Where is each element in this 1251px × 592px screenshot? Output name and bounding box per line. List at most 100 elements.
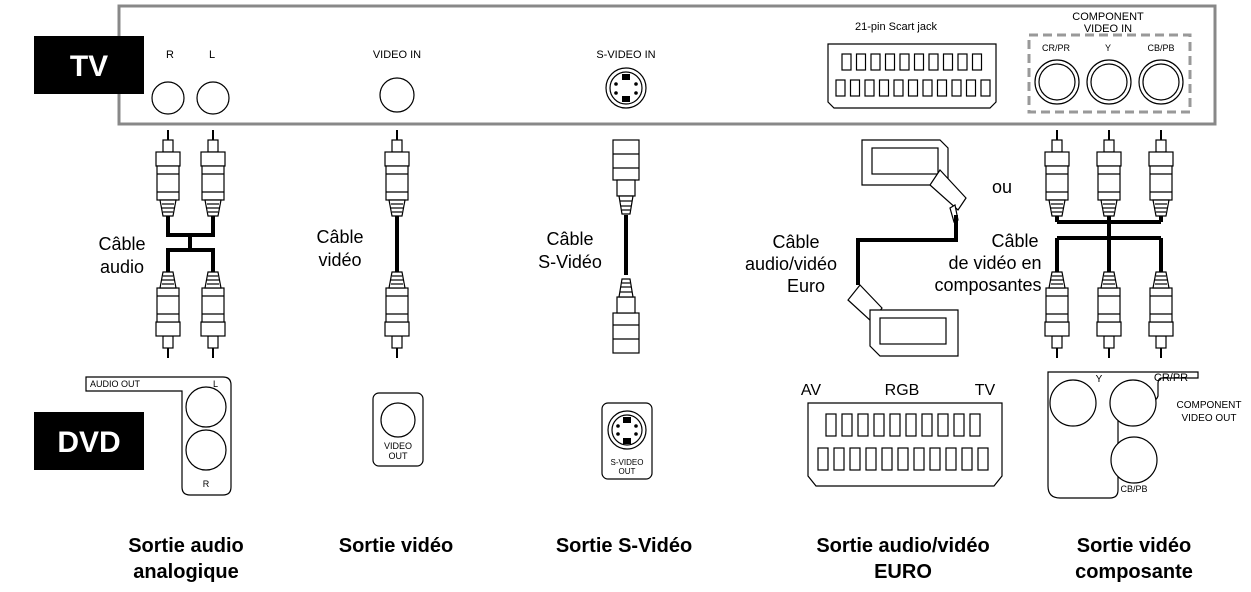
scart-pin: [942, 53, 954, 71]
tv-comp-cb-label: CB/PB: [1147, 43, 1174, 53]
dvd-badge-text: DVD: [57, 426, 120, 459]
scart-pin: [905, 413, 917, 437]
tv-scart-jack: [827, 43, 997, 109]
scart-pin: [897, 447, 909, 471]
caption-audio-2: analogique: [133, 561, 239, 583]
dvd-audio-out-label: AUDIO OUT: [90, 379, 141, 389]
dvd-component-out: [1047, 371, 1199, 499]
tv-svideo-in-label: S-VIDEO IN: [596, 49, 655, 61]
caption-svideo: Sortie S-Vidéo: [556, 535, 692, 557]
scart-pin: [841, 413, 853, 437]
svideo-cable-label-1: Câble: [546, 229, 593, 249]
scart-pin: [835, 79, 846, 97]
scart-pin: [937, 413, 949, 437]
scart-pin: [936, 79, 948, 97]
dvd-video-out-label-2: OUT: [389, 451, 409, 461]
component-cable-label-1: Câble: [991, 231, 1038, 251]
tv-badge: TV: [34, 36, 144, 94]
audio-cable-label-2: audio: [100, 257, 144, 277]
scart-pin: [969, 413, 981, 437]
scart-pin: [928, 53, 939, 71]
caption-comp-2: composante: [1075, 561, 1193, 583]
scart-pin: [953, 413, 965, 437]
scart-pin: [881, 447, 893, 471]
tv-svideo-in-jack: [605, 67, 647, 109]
scart-pin: [899, 53, 910, 71]
scart-pin: [817, 447, 829, 471]
component-cable-label-2: de vidéo en: [948, 253, 1041, 273]
tv-comp-y-label: Y: [1105, 43, 1111, 53]
scart-pin: [833, 447, 845, 471]
scart-pin: [922, 79, 933, 97]
tv-component-title-1: COMPONENT: [1072, 11, 1144, 23]
dvd-av-label: AV: [801, 382, 821, 399]
dvd-rgb-label: RGB: [885, 382, 920, 399]
scart-pin: [857, 413, 869, 437]
euro-cable-label-2: audio/vidéo: [745, 254, 837, 274]
dvd-badge: DVD: [34, 412, 144, 470]
scart-pin: [884, 53, 896, 71]
video-cable-label-2: vidéo: [318, 250, 361, 270]
tv-audio-l-jack: [196, 81, 230, 115]
caption-euro-1: Sortie audio/vidéo: [816, 535, 989, 557]
component-cable-label-3: composantes: [934, 275, 1041, 295]
scart-pin: [825, 413, 837, 437]
dvd-svideo-out-label-2: OUT: [619, 467, 636, 476]
tv-scart-label: 21-pin Scart jack: [855, 21, 937, 33]
dvd-svideo-out: [601, 402, 653, 480]
dvd-comp-y-label: Y: [1096, 374, 1103, 385]
svideo-cable: [612, 139, 640, 353]
tv-component-dashed-box: [1027, 33, 1192, 114]
tv-audio-r-label: R: [166, 49, 174, 61]
dvd-audio-l-label: L: [213, 379, 218, 389]
dvd-audio-r-label: R: [203, 479, 210, 489]
scart-pin: [921, 413, 933, 437]
tv-badge-text: TV: [70, 50, 108, 83]
tv-video-in-label: VIDEO IN: [373, 49, 421, 61]
euro-cable: [847, 139, 967, 357]
dvd-comp-out-label-1: COMPONENT: [1177, 400, 1242, 411]
scart-pin: [957, 53, 968, 71]
euro-cable-label-1: Câble: [772, 232, 819, 252]
scart-pin: [849, 447, 861, 471]
scart-pin: [864, 79, 875, 97]
tv-audio-l-label: L: [209, 49, 215, 61]
caption-comp-1: Sortie vidéo: [1077, 535, 1191, 557]
dvd-scart-jack: [807, 402, 1003, 487]
dvd-svideo-out-label-1: S-VIDEO: [611, 458, 644, 467]
dvd-comp-out-label-2: VIDEO OUT: [1181, 413, 1236, 424]
scart-pin: [945, 447, 957, 471]
dvd-audio-out: [85, 376, 232, 496]
or-label: ou: [992, 177, 1012, 197]
tv-comp-cr-label: CR/PR: [1042, 43, 1071, 53]
euro-cable-label-3: Euro: [787, 276, 825, 296]
audio-cable-label-1: Câble: [98, 234, 145, 254]
scart-pin: [977, 447, 989, 471]
scart-pin: [965, 79, 977, 97]
scart-pin: [951, 79, 962, 97]
video-cable: [384, 129, 410, 358]
tv-comp-jacks: [1034, 59, 1184, 105]
scart-pin: [870, 53, 881, 71]
dvd-tv-label: TV: [975, 382, 996, 399]
tv-panel: R L VIDEO IN S-VIDEO IN 21-pin Scart jac…: [117, 4, 1217, 126]
scart-pin: [907, 79, 919, 97]
caption-video: Sortie vidéo: [339, 535, 453, 557]
scart-pin: [878, 79, 890, 97]
scart-pin: [980, 79, 991, 97]
tv-panel-frame: [117, 4, 1217, 126]
scart-pin: [893, 79, 904, 97]
scart-pin: [913, 447, 925, 471]
caption-audio-1: Sortie audio: [128, 535, 244, 557]
scart-pin: [929, 447, 941, 471]
dvd-comp-cr-label: CR/PR: [1154, 372, 1188, 384]
scart-pin: [913, 53, 925, 71]
video-cable-label-1: Câble: [316, 227, 363, 247]
scart-pin: [849, 79, 861, 97]
dvd-video-out-label-1: VIDEO: [384, 441, 412, 451]
caption-euro-2: EURO: [874, 561, 932, 583]
scart-pin: [865, 447, 877, 471]
dvd-video-out: [372, 392, 424, 467]
scart-pin: [873, 413, 885, 437]
